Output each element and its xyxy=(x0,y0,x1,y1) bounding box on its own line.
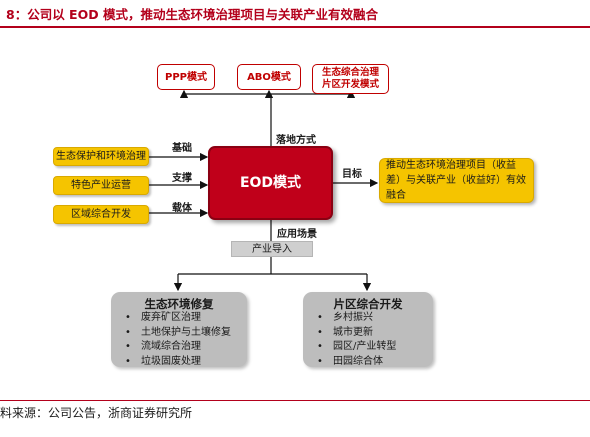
figure-title: 8：公司以 EOD 模式，推动生态环境治理项目与关联产业有效融合 xyxy=(6,7,378,22)
mode-zone-development: 生态综合治理 片区开发模式 xyxy=(312,64,389,94)
panel-title: 片区综合开发 xyxy=(333,297,403,311)
list-item: 废弃矿区治理 xyxy=(125,311,231,326)
title-divider xyxy=(0,26,590,28)
list-item: 园区/产业转型 xyxy=(317,340,396,355)
label-landing-method: 落地方式 xyxy=(276,135,316,146)
label-foundation: 基础 xyxy=(172,143,192,154)
footer-divider xyxy=(0,400,590,401)
list-item: 乡村振兴 xyxy=(317,311,396,326)
list-item: 垃圾固废处理 xyxy=(125,355,231,370)
panel-list: 废弃矿区治理 土地保护与土壤修复 流域综合治理 垃圾固废处理 xyxy=(125,311,231,369)
input-regional-development: 区域综合开发 xyxy=(53,205,149,224)
label-support: 支撑 xyxy=(172,173,192,184)
eod-mode-core: EOD模式 xyxy=(208,146,333,220)
list-item: 流域综合治理 xyxy=(125,340,231,355)
list-item: 城市更新 xyxy=(317,326,396,341)
input-featured-industry: 特色产业运营 xyxy=(53,176,149,195)
panel-eco-restoration: 生态环境修复 废弃矿区治理 土地保护与土壤修复 流域综合治理 垃圾固废处理 xyxy=(111,292,247,367)
source-note: 料来源：公司公告，浙商证券研究所 xyxy=(0,406,193,420)
list-item: 田园综合体 xyxy=(317,355,396,370)
mode-abo: ABO模式 xyxy=(237,64,301,90)
industry-import-box: 产业导入 xyxy=(231,241,313,257)
label-application-scenario: 应用场景 xyxy=(277,229,317,240)
panel-title: 生态环境修复 xyxy=(144,297,214,311)
label-carrier: 载体 xyxy=(172,203,192,214)
goal-box: 推动生态环境治理项目（收益差）与关联产业（收益好）有效融合 xyxy=(379,158,534,203)
panel-zone-development: 片区综合开发 乡村振兴 城市更新 园区/产业转型 田园综合体 xyxy=(303,292,433,367)
mode-ppp: PPP模式 xyxy=(157,64,215,90)
list-item: 土地保护与土壤修复 xyxy=(125,326,231,341)
input-eco-protection: 生态保护和环境治理 xyxy=(53,147,149,166)
label-goal: 目标 xyxy=(342,169,362,180)
panel-list: 乡村振兴 城市更新 园区/产业转型 田园综合体 xyxy=(317,311,396,369)
